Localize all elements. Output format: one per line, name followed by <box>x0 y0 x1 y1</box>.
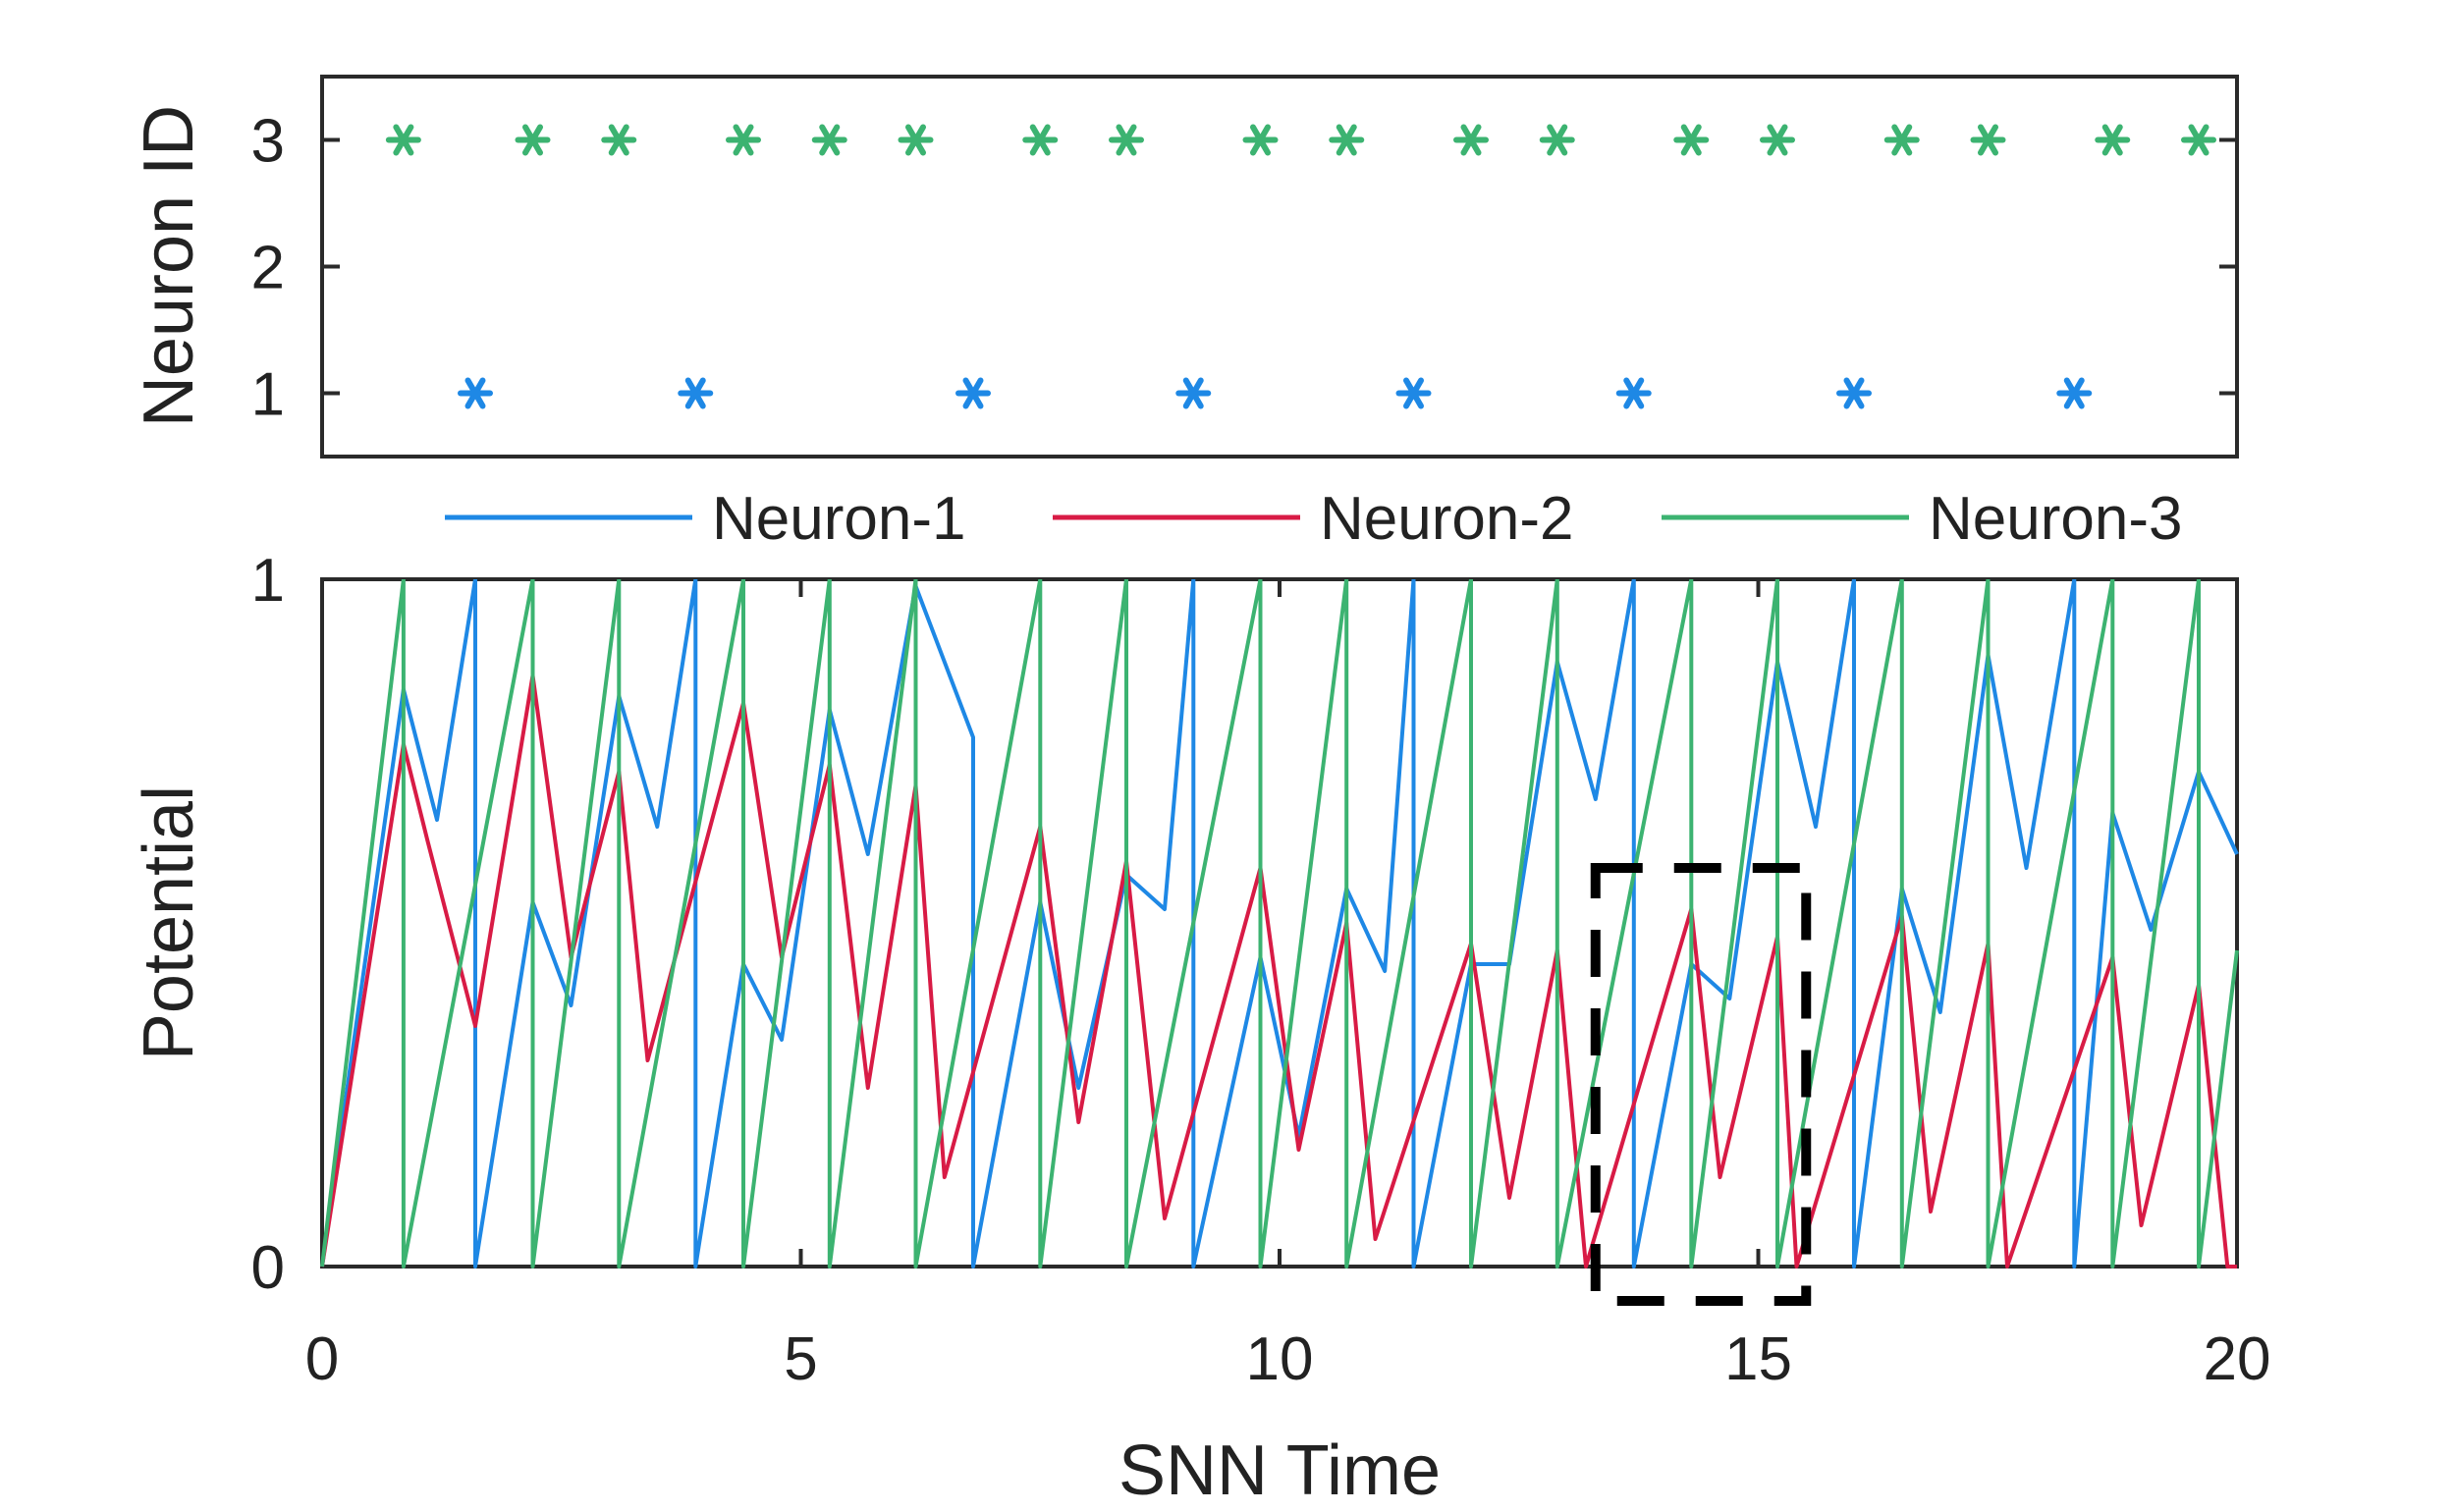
spike-marker <box>811 124 847 156</box>
xtick-label: 0 <box>305 1325 339 1393</box>
spike-marker <box>1760 124 1795 156</box>
raster-ticks: 1 2 3 <box>251 108 2237 429</box>
potential-ylabel: Potential <box>130 785 208 1060</box>
potential-plot: 0 5 10 15 20 0 1 Potential SNN Time <box>130 547 2270 1510</box>
legend: Neuron-1 Neuron-2 Neuron-3 <box>445 485 2182 553</box>
potential-xlabel: SNN Time <box>1118 1431 1441 1510</box>
raster-plot: 1 2 3 Neuron ID <box>130 75 2239 459</box>
spike-marker <box>515 124 551 156</box>
spike-marker <box>385 124 421 156</box>
raster-plot-frame <box>320 75 2239 459</box>
spike-marker <box>1395 377 1432 409</box>
legend-item: Neuron-3 <box>1662 485 2182 553</box>
spike-marker <box>1109 124 1144 156</box>
spike-marker <box>1883 124 1920 156</box>
spike-marker <box>458 377 493 409</box>
xtick-label: 5 <box>784 1325 817 1393</box>
spike-marker <box>678 377 714 409</box>
potential-ytick-label: 0 <box>251 1234 285 1302</box>
potential-lines <box>320 579 2239 1269</box>
spike-marker <box>898 124 934 156</box>
legend-item: Neuron-1 <box>445 485 965 553</box>
spike-marker <box>955 377 991 409</box>
spike-marker <box>1175 377 1212 409</box>
spike-marker <box>1022 124 1059 156</box>
spike-marker <box>2056 377 2093 409</box>
legend-label: Neuron-3 <box>1929 485 2182 553</box>
potential-ytick-label: 1 <box>251 547 285 615</box>
spike-marker <box>1329 124 1365 156</box>
raster-ytick-label: 2 <box>251 235 285 302</box>
series-line-neuron-3 <box>320 579 2239 1269</box>
spike-marker <box>1242 124 1279 156</box>
spike-marker <box>1673 124 1710 156</box>
raster-ytick-label: 1 <box>251 361 285 429</box>
legend-item: Neuron-2 <box>1053 485 1573 553</box>
xtick-label: 15 <box>1724 1325 1792 1393</box>
series-line-neuron-1 <box>320 579 2239 1269</box>
spike-marker <box>726 124 761 156</box>
xtick-label: 10 <box>1246 1325 1314 1393</box>
raster-marks <box>385 124 2216 409</box>
raster-ytick-label: 3 <box>251 108 285 176</box>
spike-marker <box>2095 124 2131 156</box>
raster-ylabel: Neuron ID <box>130 105 208 427</box>
legend-label: Neuron-2 <box>1320 485 1573 553</box>
spike-marker <box>1836 377 1872 409</box>
xtick-label: 20 <box>2204 1325 2271 1393</box>
potential-ticks: 0 5 10 15 20 0 1 <box>251 547 2271 1393</box>
spike-marker <box>1615 377 1652 409</box>
series-line-neuron-2 <box>320 674 2237 1269</box>
potential-plot-frame <box>320 577 2239 1269</box>
legend-label: Neuron-1 <box>712 485 965 553</box>
spike-marker <box>1970 124 2006 156</box>
spike-marker <box>1453 124 1489 156</box>
spike-marker <box>2181 124 2216 156</box>
spike-marker <box>601 124 637 156</box>
dashed-highlight-box <box>1590 863 1812 1306</box>
zoom-annotation <box>1590 863 1812 1306</box>
spike-marker <box>1539 124 1575 156</box>
